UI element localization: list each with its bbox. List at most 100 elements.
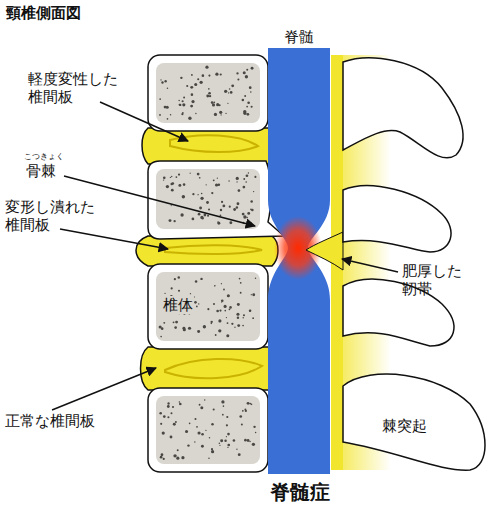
speckle bbox=[251, 294, 252, 295]
disc-nucleus bbox=[165, 359, 262, 378]
speckle bbox=[220, 439, 223, 442]
speckle bbox=[201, 217, 203, 219]
speckle bbox=[249, 310, 252, 313]
speckle bbox=[243, 71, 246, 74]
speckle bbox=[207, 215, 209, 217]
cancellous-bone bbox=[156, 169, 260, 229]
speckle bbox=[179, 401, 181, 403]
speckle bbox=[212, 103, 215, 106]
speckle bbox=[236, 177, 239, 180]
part-label: 正常な椎間板 bbox=[5, 412, 95, 430]
speckle bbox=[160, 423, 162, 425]
speckle bbox=[187, 444, 189, 446]
speckle bbox=[177, 449, 179, 451]
speckle bbox=[252, 443, 255, 446]
speckle bbox=[194, 301, 197, 304]
speckle bbox=[228, 92, 229, 93]
spinous-process bbox=[343, 58, 463, 158]
speckle bbox=[195, 280, 198, 283]
bone-speckles bbox=[159, 66, 257, 461]
speckle bbox=[243, 314, 245, 316]
speckle bbox=[237, 303, 240, 306]
speckle bbox=[214, 113, 217, 116]
speckle bbox=[200, 406, 203, 409]
speckle bbox=[197, 330, 200, 333]
speckle bbox=[228, 180, 229, 181]
speckle bbox=[173, 321, 175, 323]
speckle bbox=[195, 113, 196, 114]
speckle bbox=[252, 317, 254, 319]
leader-line bbox=[342, 259, 398, 272]
speckle bbox=[190, 173, 191, 174]
speckle bbox=[179, 104, 181, 106]
speckle bbox=[244, 95, 246, 97]
speckle bbox=[186, 85, 188, 87]
speckle bbox=[242, 410, 244, 412]
speckle bbox=[197, 431, 200, 434]
speckle bbox=[167, 87, 169, 89]
speckle bbox=[166, 106, 169, 109]
speckle bbox=[230, 91, 233, 94]
speckle bbox=[222, 205, 225, 208]
cancellous-bone bbox=[156, 396, 260, 464]
speckle bbox=[246, 174, 249, 177]
speckle bbox=[163, 415, 166, 418]
speckle bbox=[245, 410, 247, 412]
speckle bbox=[219, 310, 221, 312]
speckle bbox=[246, 106, 248, 108]
speckle bbox=[161, 327, 164, 330]
speckle bbox=[170, 177, 171, 178]
speckle bbox=[211, 448, 213, 450]
speckle bbox=[218, 329, 221, 332]
speckle bbox=[248, 172, 249, 173]
speckle bbox=[255, 432, 256, 433]
part-label: 骨棘 bbox=[26, 162, 56, 180]
speckle bbox=[206, 184, 207, 185]
speckle bbox=[159, 114, 161, 116]
speckle bbox=[208, 75, 210, 77]
speckle bbox=[239, 415, 242, 418]
speckle bbox=[244, 439, 247, 442]
speckle bbox=[163, 179, 164, 180]
speckle bbox=[224, 310, 226, 312]
speckle bbox=[249, 86, 252, 89]
speckle bbox=[219, 445, 220, 446]
speckle bbox=[219, 443, 221, 445]
speckle bbox=[161, 81, 163, 83]
speckle bbox=[242, 317, 243, 318]
speckle bbox=[236, 206, 238, 208]
speckle bbox=[207, 308, 209, 310]
speckle bbox=[233, 208, 236, 211]
speckle bbox=[201, 193, 203, 195]
speckle bbox=[249, 310, 251, 312]
speckle bbox=[218, 319, 221, 322]
speckle bbox=[222, 414, 224, 416]
speckle bbox=[176, 457, 179, 460]
speckle bbox=[174, 278, 176, 280]
speckle bbox=[208, 92, 211, 95]
speckle bbox=[175, 321, 178, 324]
speckle bbox=[252, 293, 255, 296]
speckle bbox=[246, 217, 248, 219]
speckle bbox=[190, 105, 193, 108]
leader-line bbox=[52, 368, 156, 410]
speckle bbox=[194, 441, 195, 442]
speckle bbox=[215, 183, 218, 186]
speckle bbox=[183, 328, 186, 331]
speckle bbox=[204, 214, 207, 217]
speckle bbox=[245, 75, 248, 78]
speckle bbox=[220, 73, 222, 75]
disc-nucleus bbox=[165, 245, 262, 254]
speckle bbox=[227, 103, 228, 104]
speckle bbox=[170, 412, 172, 414]
speckle bbox=[243, 215, 246, 218]
speckle bbox=[178, 290, 180, 292]
speckle bbox=[179, 104, 181, 106]
speckle bbox=[197, 173, 200, 176]
part-label: 軽度変性した 椎間板 bbox=[28, 70, 124, 106]
speckle bbox=[180, 77, 182, 79]
speckle bbox=[231, 84, 234, 87]
vertebral-body bbox=[148, 55, 268, 131]
speckle bbox=[223, 405, 225, 407]
vertebral-body-with-spur bbox=[148, 161, 284, 239]
